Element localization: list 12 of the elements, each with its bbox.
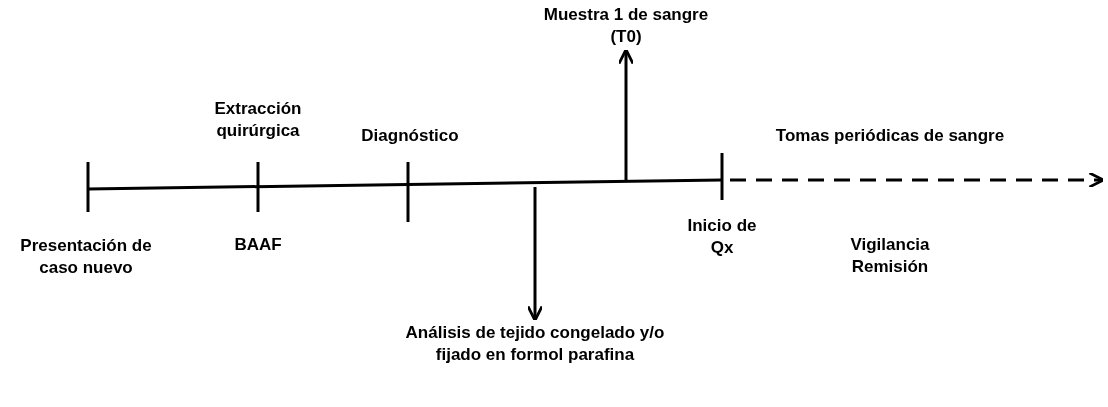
- timeline-label: Extracción quirúrgica: [213, 98, 303, 142]
- timeline-label: Inicio de Qx: [686, 215, 758, 259]
- arrow: [617, 48, 635, 180]
- timeline-label: BAAF: [233, 234, 283, 256]
- timeline-label: Tomas periódicas de sangre: [774, 125, 1006, 147]
- timeline-label: Presentación de caso nuevo: [19, 235, 153, 279]
- arrow: [526, 187, 544, 322]
- timeline-label: Diagnóstico: [360, 125, 460, 147]
- timeline-label: Remisión: [850, 256, 930, 278]
- timeline-label: Vigilancia: [849, 234, 931, 256]
- event-label: Muestra 1 de sangre (T0): [526, 4, 726, 48]
- event-label: Análisis de tejido congelado y/o fijado en formol parafina: [395, 322, 675, 366]
